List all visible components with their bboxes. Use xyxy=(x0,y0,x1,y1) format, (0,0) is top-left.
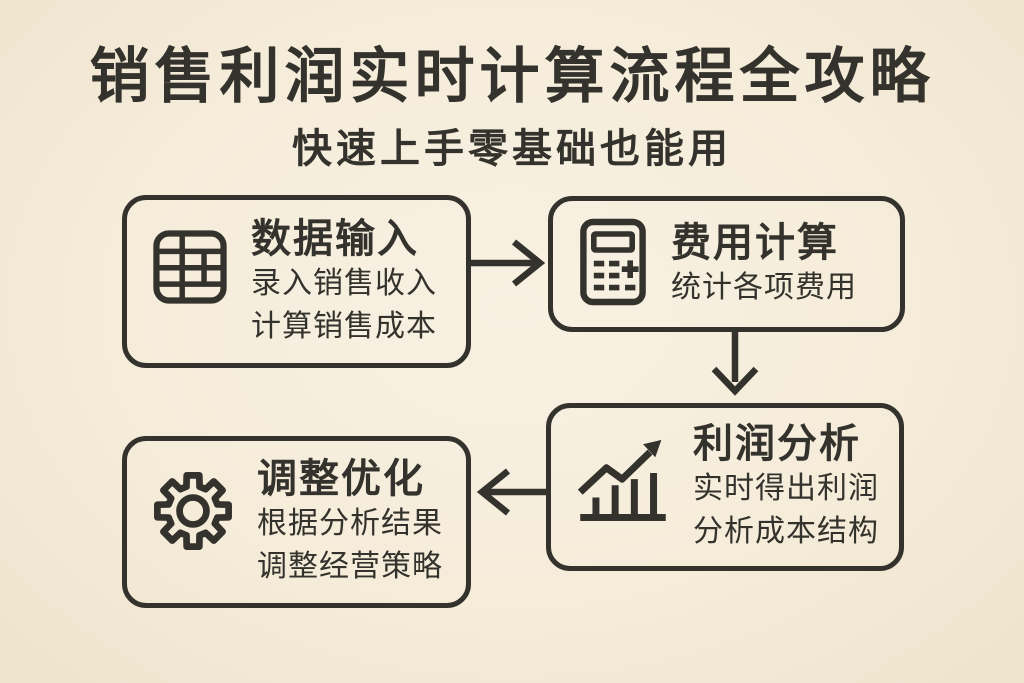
step-line: 分析成本结构 xyxy=(693,515,879,548)
trend-chart-icon xyxy=(575,436,671,529)
page-subtitle: 快速上手零基础也能用 xyxy=(292,127,732,171)
step-line: 实时得出利润 xyxy=(693,472,879,506)
step-line: 统计各项费用 xyxy=(671,270,857,304)
step-box-profit-analysis: 利润分析 实时得出利润 分析成本结构 xyxy=(546,403,904,571)
step-title: 费用计算 xyxy=(671,220,839,265)
arrow-right-icon xyxy=(511,239,546,287)
step-line: 根据分析结果 xyxy=(257,507,443,541)
step-box-adjust-optimize: 调整优化 根据分析结果 调整经营策略 xyxy=(122,436,471,608)
step-line: 调整经营策略 xyxy=(257,550,443,583)
gear-icon xyxy=(151,469,235,558)
page-title: 销售利润实时计算流程全攻略 xyxy=(89,43,935,110)
step-box-expense-calc: 费用计算 统计各项费用 xyxy=(548,196,905,332)
arrow-left-icon xyxy=(476,468,511,516)
calculator-icon xyxy=(577,218,649,311)
arrow-down-icon xyxy=(711,366,759,396)
step-line: 录入销售收入 xyxy=(251,266,437,300)
step-title: 调整优化 xyxy=(257,457,425,502)
step-line: 计算销售成本 xyxy=(251,309,437,343)
table-grid-icon xyxy=(151,228,229,311)
step-title: 数据输入 xyxy=(251,216,419,261)
step-box-data-input: 数据输入 录入销售收入 计算销售成本 xyxy=(122,195,471,368)
step-title: 利润分析 xyxy=(693,422,861,467)
